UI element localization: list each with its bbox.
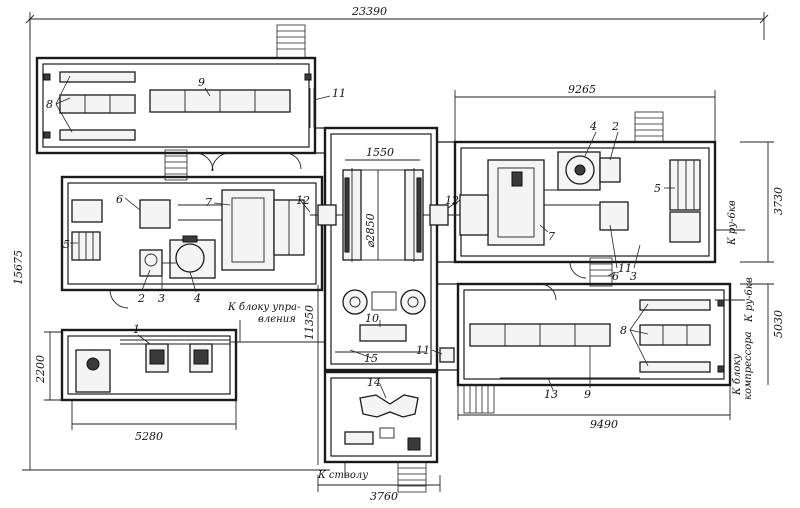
unit-6-right: [599, 201, 629, 231]
dim-right-block-width: 9265: [568, 83, 596, 96]
cabinet-row-upper: [149, 89, 291, 113]
dim-center-height: 11350: [303, 305, 316, 340]
sheave-wheels: [342, 289, 426, 315]
stair-right-connector: [589, 257, 613, 287]
label-7-right: 7: [548, 230, 555, 243]
dim-pump-room-height: 2200: [34, 355, 47, 384]
dim-lower-right-width: 9490: [590, 418, 618, 431]
label-3-left: 3: [158, 292, 165, 305]
staircases: [164, 24, 664, 493]
unit-6-left: [139, 199, 171, 229]
corridors: [315, 127, 458, 371]
motor-4-left: [139, 235, 216, 279]
label-5-right: 5: [654, 182, 661, 195]
label-2-left: 2: [137, 292, 145, 305]
motor-generator-7-right: [459, 159, 600, 246]
dimension-texts: 23390 15675 9265 3730 9490 5030 5280 220…: [12, 5, 785, 503]
door-swings: [109, 152, 587, 309]
label-12-left: 12: [296, 194, 310, 207]
leader-lines: [55, 75, 675, 399]
dim-right-block-height: 3730: [772, 187, 785, 215]
note-to-ru6kv-upper: К ру-6кв: [727, 200, 738, 246]
switchgear-5-left: [71, 199, 103, 261]
stair-right-top: [634, 111, 664, 143]
dim-center-width: 1550: [366, 146, 394, 159]
label-11-right: 11: [618, 262, 632, 275]
label-8-lower: 8: [620, 324, 627, 337]
label-7-left: 7: [205, 196, 212, 209]
control-desk-10: [359, 324, 407, 342]
stair-top: [276, 24, 306, 59]
label-1-pump: 1: [133, 323, 140, 336]
label-9-upper: 9: [198, 76, 205, 89]
stair-lower-right: [463, 384, 495, 414]
note-to-shaft: К стволу: [317, 470, 368, 481]
dim-overall-height: 15675: [12, 250, 25, 285]
dim-lower-right-height: 5030: [772, 310, 785, 338]
label-11-upper: 11: [332, 87, 346, 100]
label-6-left: 6: [116, 193, 123, 206]
dim-bottom-width: 3760: [370, 490, 398, 503]
label-8-upper: 8: [46, 98, 53, 111]
dim-drum-diameter: ⌀2850: [364, 213, 377, 248]
note-to-ru6kv-lower: К ру-6кв: [744, 277, 755, 323]
cable-runs: [344, 229, 745, 478]
stair-bottom: [397, 461, 427, 493]
label-9-lower: 9: [584, 388, 591, 401]
stair-left-connector: [164, 149, 188, 181]
item-numbers: 8 9 11 5 6 7 12 2 3 4 1 10 15 11 14 12 4…: [46, 76, 661, 401]
rectifier-units-upper: [43, 71, 312, 141]
brake-units-12: [317, 204, 449, 226]
label-6-right: 6: [612, 270, 619, 283]
motor-4-right: [557, 151, 621, 191]
label-3-right: 3: [630, 270, 637, 283]
label-13: 13: [544, 388, 558, 401]
annotation-notes: К блоку упра- вления К ру-6кв К ру-6кв К…: [227, 200, 755, 481]
label-5-left: 5: [63, 238, 70, 251]
label-14: 14: [367, 376, 381, 389]
cable-channel-11-upper: [309, 88, 315, 128]
note-to-compressor-line1: К блоку: [732, 354, 743, 396]
label-15: 15: [364, 352, 378, 365]
rectifier-units-lower: [639, 299, 725, 373]
motor-generator-7-left: [178, 189, 305, 271]
switchgear-5-right: [669, 159, 701, 243]
cable-11-central: [439, 347, 455, 363]
note-to-compressor-line2: компрессора: [743, 331, 754, 400]
dimension-lines: [22, 12, 774, 492]
label-4-right: 4: [589, 120, 597, 133]
drum-hoist: [310, 168, 460, 262]
label-10: 10: [365, 312, 379, 325]
dim-overall-width: 23390: [351, 5, 387, 18]
label-12-right: 12: [445, 194, 459, 207]
note-to-control-block-line1: К блоку упра-: [227, 302, 301, 313]
pump-station-1: [75, 320, 325, 393]
dim-pump-room-width: 5280: [135, 430, 163, 443]
label-2-right: 2: [611, 120, 619, 133]
cabinet-row-lower: [469, 323, 611, 347]
operator-console-14: [344, 394, 421, 451]
note-to-control-block-line2: вления: [258, 314, 296, 325]
label-4-left: 4: [193, 292, 201, 305]
label-11-central: 11: [416, 344, 430, 357]
